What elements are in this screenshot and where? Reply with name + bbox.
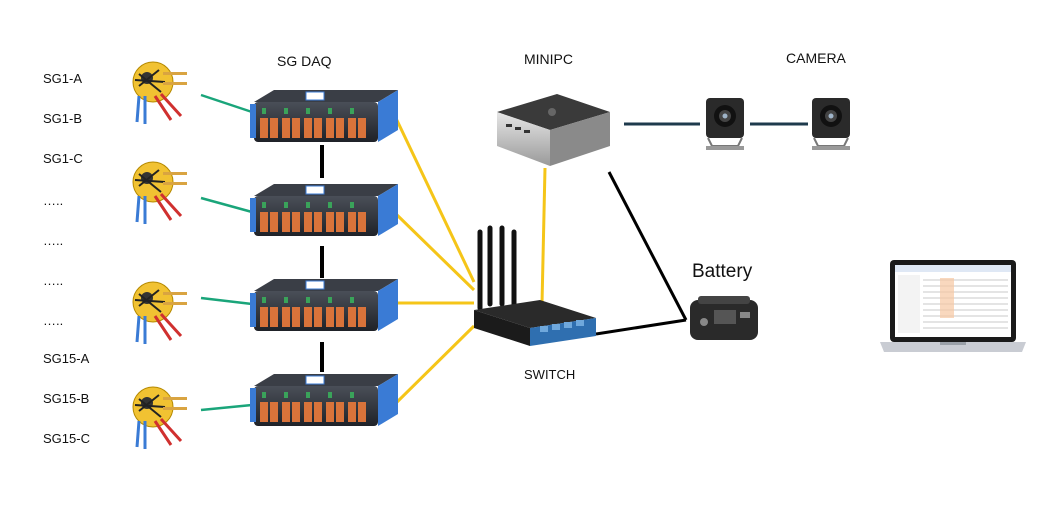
network-link-daq-1	[391, 111, 476, 283]
sensor-label: SG15-B	[43, 391, 90, 406]
sg-daq-title: SG DAQ	[277, 53, 332, 69]
minipc-title: MINIPC	[524, 51, 573, 67]
network-switch-icon	[474, 225, 596, 346]
power-link-minipc	[607, 171, 688, 321]
sensor-label: SG15-C	[43, 431, 90, 446]
network-link-daq-4	[391, 324, 476, 408]
mini-pc-icon	[497, 94, 610, 166]
sensor-link-2	[200, 196, 253, 214]
strain-gauge-icon	[131, 60, 189, 126]
camera-icon	[705, 97, 745, 151]
laptop-icon	[880, 260, 1026, 352]
sensor-label: …..	[43, 233, 64, 248]
daq-module-icon	[249, 183, 398, 237]
sensor-label: …..	[43, 313, 64, 328]
daq-module-icon	[249, 373, 398, 427]
battery-title: Battery	[692, 261, 753, 282]
sensor-label: …..	[43, 193, 64, 208]
sensor-link-3	[200, 296, 253, 306]
strain-gauge-icon	[131, 385, 189, 451]
sensor-label: SG15-A	[43, 351, 90, 366]
sensor-link-4	[200, 403, 253, 412]
sensor-label: SG1-B	[43, 111, 83, 126]
network-link-daq-2	[394, 212, 476, 292]
camera-title: CAMERA	[786, 50, 846, 66]
sensor-label: SG1-A	[43, 71, 83, 86]
strain-gauge-icon	[131, 280, 189, 346]
sensor-label: …..	[43, 273, 64, 288]
power-link-switch	[595, 318, 687, 336]
daq-module-icon	[249, 89, 398, 143]
network-link-minipc	[540, 167, 547, 305]
battery-icon	[690, 296, 758, 340]
strain-gauge-icon	[131, 160, 189, 226]
daq-module-icon	[249, 278, 398, 332]
camera-icon	[811, 97, 851, 151]
sensor-label: SG1-C	[43, 151, 83, 166]
switch-title: SWITCH	[524, 367, 576, 382]
connection-lines	[200, 93, 808, 412]
sensor-link-1	[200, 93, 253, 114]
